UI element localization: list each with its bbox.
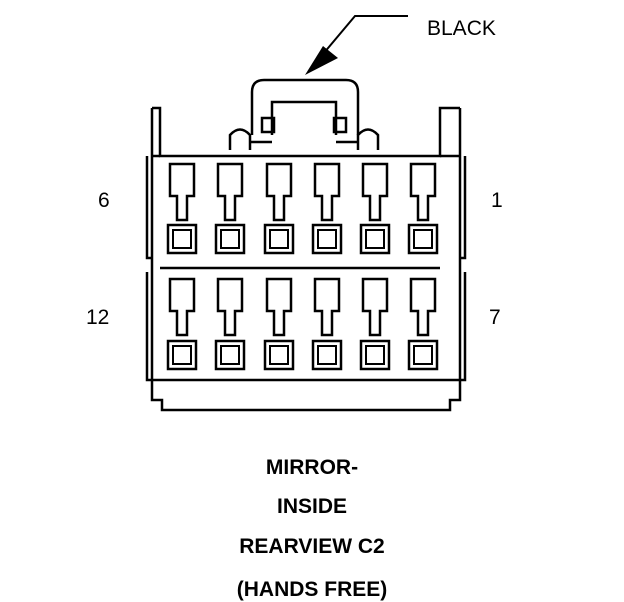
- pin-cavity-12: [166, 277, 198, 371]
- pin-cavity-10: [263, 277, 295, 371]
- pin-cavity-9: [311, 277, 343, 371]
- pin-cavity-5: [214, 162, 246, 255]
- color-leader: [317, 15, 408, 61]
- pin-cavities: [166, 162, 439, 371]
- connector-housing: [145, 106, 467, 412]
- pin-label-12: 12: [86, 306, 110, 329]
- caption-line-2: INSIDE: [276, 495, 347, 518]
- pin-cavity-4: [263, 162, 295, 255]
- wire-color-label: BLACK: [427, 17, 496, 40]
- caption-line-1: MIRROR-: [265, 456, 359, 479]
- pin-cavity-3: [311, 162, 343, 255]
- pin-label-6: 6: [98, 189, 110, 212]
- caption-line-4: (HANDS FREE): [236, 578, 388, 601]
- pin-cavity-7: [407, 277, 439, 371]
- caption-line-3: REARVIEW C2: [239, 535, 385, 558]
- pin-cavity-8: [359, 277, 391, 371]
- pin-label-7: 7: [489, 306, 501, 329]
- leader-arrowhead: [305, 46, 338, 75]
- connector-latch: [228, 78, 380, 150]
- pin-label-1: 1: [491, 189, 503, 212]
- pin-cavity-6: [166, 162, 198, 255]
- pin-cavity-2: [359, 162, 391, 255]
- pin-cavity-11: [214, 277, 246, 371]
- pin-cavity-1: [407, 162, 439, 255]
